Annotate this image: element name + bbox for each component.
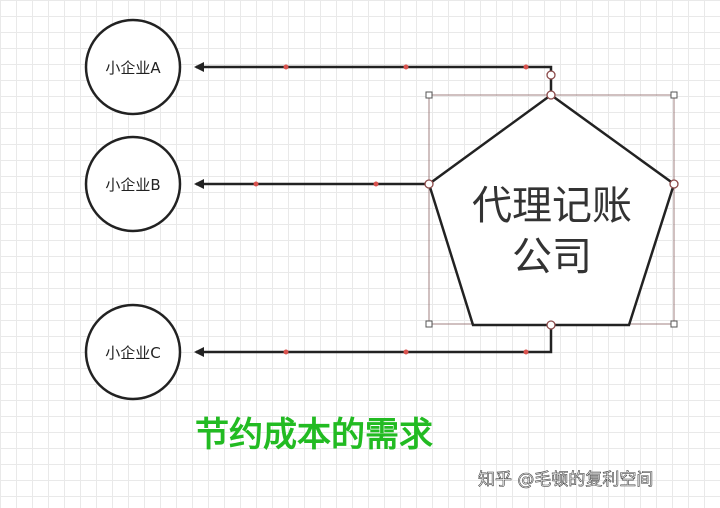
node-c-label: 小企业C [105,344,160,362]
edge-markers[interactable] [253,64,529,355]
center-label-line2: 公司 [512,234,592,280]
node-c-circle[interactable] [84,303,182,401]
node-b-label: 小企业B [105,176,160,194]
node-a-label: 小企业A [105,59,161,77]
selection-handles[interactable] [425,91,678,328]
connection-points[interactable] [424,70,679,330]
caption: 节约成本的需求 [195,415,433,455]
node-b-circle[interactable] [84,135,182,233]
connector-to-a[interactable] [194,62,553,95]
connector-to-c[interactable] [194,325,553,357]
node-a-circle[interactable] [84,18,182,116]
watermark: 知乎 @毛顿的复利空间 [478,470,653,490]
center-label-line1: 代理记账 [472,183,632,229]
